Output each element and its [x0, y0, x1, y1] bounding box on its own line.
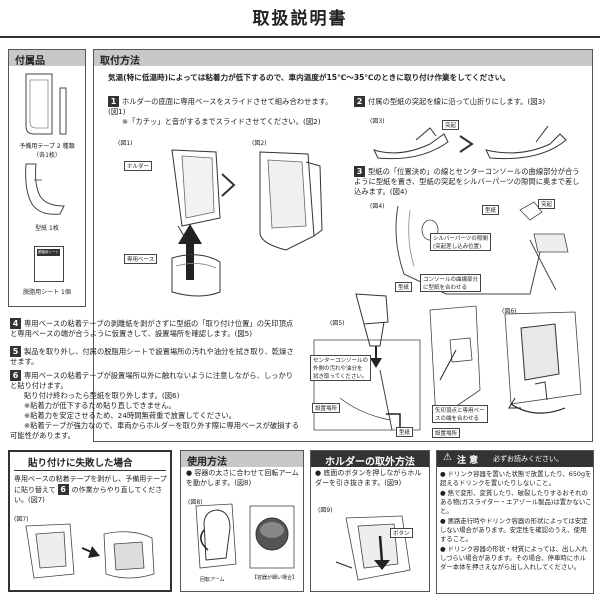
usage-text-body: 容器の太さに合わせて回転アームを動かします。(図8) [186, 469, 299, 487]
failure-text-b: の作業からやり直してください。(図7) [14, 486, 163, 504]
caution-item: ● ドリンク容器を置いた状態で放置したり、650gを超えるドリンクを置いたりしな… [440, 470, 592, 487]
template-label: 型紙 1枚 [35, 225, 59, 232]
holder-label: ホルダー [124, 161, 153, 171]
failure-heading: 貼り付けに失敗した場合 [28, 458, 133, 469]
step1-number: 1 [108, 96, 119, 107]
removal-bullet: ● [315, 469, 324, 477]
fig2-label: (図2) [252, 140, 267, 147]
template-label-fig4: 型紙 [482, 205, 500, 215]
spare-tape-label: 予備用テープ 2 種類 （各1枚） [19, 143, 75, 159]
usage-bullet: ● [186, 469, 195, 477]
step6-text: 専用ベースの粘着テープが設置場所以外に触れないように注意しながら、しっかりと貼り… [10, 371, 294, 390]
tab-label-fig4: 突起 [538, 199, 556, 209]
failure-text-a: 専用ベースの粘着テープを剥がし、予備用テープに貼り替えて [14, 475, 167, 494]
fig3-label: (図3) [370, 118, 385, 125]
step1-arrow [221, 173, 236, 197]
title-divider [0, 36, 600, 38]
step6-note2: ※粘着力を安定させるため、24時間無荷重で放置してください。 [24, 411, 236, 420]
fig1-holder-base-illustration [171, 149, 221, 297]
base-label: 専用ベース [124, 254, 158, 264]
document-title: 取扱説明書 [252, 9, 348, 29]
fig8-arm-illustration [195, 503, 295, 569]
fig7-retape-illustration [25, 523, 155, 579]
accessories-heading: 付属品 [9, 50, 85, 67]
arm-label: 回転アーム [200, 577, 225, 583]
step4-number: 4 [10, 318, 21, 329]
caution-item: ● 熱で変形、変質したり、破裂したりするおそれのある物(ガスライター・エアゾール… [440, 489, 592, 515]
warning-icon: ⚠ [443, 452, 452, 463]
fig1-label: (図1) [118, 140, 133, 147]
caution-list: ● ドリンク容器を置いた状態で放置したり、650gを超えるドリンクを置いたりしな… [440, 470, 592, 572]
failure-step-number: 6 [57, 484, 69, 495]
step2-number: 2 [354, 96, 365, 107]
sheet-pack-text: 脱脂用シート [37, 249, 60, 256]
step3-number: 3 [354, 166, 365, 177]
step1-text: ホルダーの底面に専用ベースをスライドさせて組み合わせます。(図1) [108, 97, 333, 116]
step6-note1: ※粘着力が低下するため貼り直しできません。 [24, 401, 176, 410]
fig9-label: (図9) [318, 507, 333, 514]
caution-item: ● ドリンク容器の形状・材質によっては、出し入れしづらい場合があります。その場合… [440, 545, 588, 571]
install-heading: 取付方法 [94, 50, 592, 67]
step6-number: 6 [10, 370, 21, 381]
spare-tape-illustration [25, 73, 67, 135]
caution-heading: 注 意 [457, 456, 479, 466]
fig3-fold-illustration [373, 125, 567, 160]
step6-line2: 貼り付け終わったら型紙を取り外します。(図6) [24, 391, 180, 400]
curve-label: コンソールの曲線部分 に型紙を合わせる [420, 274, 482, 292]
tab-label-fig3: 突起 [442, 120, 460, 130]
accessories-panel [8, 49, 86, 307]
fig2-assembled-illustration [259, 151, 323, 251]
placement-label-fig5b: 設置場所 [432, 428, 461, 438]
degreasing-sheet-illustration: 脱脂用シート [34, 246, 64, 282]
failure-heading-underline [14, 470, 166, 471]
fig9-removal-illustration [335, 515, 411, 581]
step4-text: 専用ベースの粘着テープの剥離紙を剥がさずに型紙の「取り付け位置」の矢印頂点と専用… [10, 319, 294, 338]
thin-container-label: 【容器が細い場合】 [252, 575, 298, 581]
step6-note3: ※粘着テープが強力なので、車両からホルダーを取り外す際に専用ベースが破損する可能… [10, 421, 300, 440]
silver-gap-label: シルバーパーツの隙間 (突起差し込み位置) [430, 233, 491, 251]
fig5-placement-illustration [313, 293, 481, 431]
caution-panel [436, 450, 594, 594]
template-label-fig4b: 型紙 [395, 282, 413, 292]
removal-text: ● 底面のボタンを押しながらホルダーを引き抜きます。(図9) [315, 468, 427, 488]
fig6-attached-illustration [504, 311, 582, 414]
removal-text-body: 底面のボタンを押しながらホルダーを引き抜きます。(図9) [315, 469, 422, 487]
usage-heading: 使用方法 [181, 451, 303, 468]
template-illustration [25, 163, 65, 215]
fig6-label: (図6) [502, 308, 517, 315]
fig5-label: (図5) [330, 320, 345, 327]
removal-panel [310, 450, 430, 592]
template-label-fig5: 型紙 [396, 427, 414, 437]
usage-panel [180, 450, 304, 592]
step3-text: 型紙の「位置決め」の線とセンターコンソールの曲線部分が合うように型紙を置き、型紙… [354, 167, 580, 196]
install-panel [93, 49, 593, 442]
placement-label-fig5: 設置場所 [312, 403, 341, 413]
step5-number: 5 [10, 346, 21, 357]
fig7-label: (図7) [14, 516, 29, 523]
install-intro: 気温(特に低温時)によっては粘着力が低下するので、車内温度が15℃～35℃のとき… [108, 73, 510, 82]
caution-heading-bar: ⚠ 注 意 必ずお読みください。 [437, 451, 593, 467]
fig4-label: (図4) [370, 203, 385, 210]
caution-sub: 必ずお読みください。 [493, 455, 563, 463]
failure-panel [8, 450, 172, 592]
step5-text: 製品を取り外し、付属の脱脂用シートで設置場所の汚れや油分を拭き取り、乾燥させます… [10, 347, 294, 366]
removal-heading: ホルダーの取外方法 [311, 451, 429, 468]
step2-text: 付属の型紙の突起を線に沿って山折りにします。(図3) [368, 97, 546, 106]
console-wipe-label: センターコンソールの 外側の汚れや油分を 拭き取ってください。 [310, 355, 372, 381]
usage-text: ● 容器の太さに合わせて回転アームを動かします。(図8) [186, 468, 302, 488]
step1-note: ※「カチッ」と音がするまでスライドさせてください。(図2) [122, 117, 321, 126]
degreasing-sheet-label: 脱脂用シート 1個 [23, 289, 71, 296]
fig8-label: (図8) [188, 499, 203, 506]
arrow-align-label: 矢印頂点と専用ベー スの端を合わせる [432, 405, 488, 423]
caution-item: ● 悪路走行時やドリンク容器の形状によっては安定しない場合があります。安定性を確… [440, 517, 588, 543]
button-label: ボタン [390, 528, 413, 538]
